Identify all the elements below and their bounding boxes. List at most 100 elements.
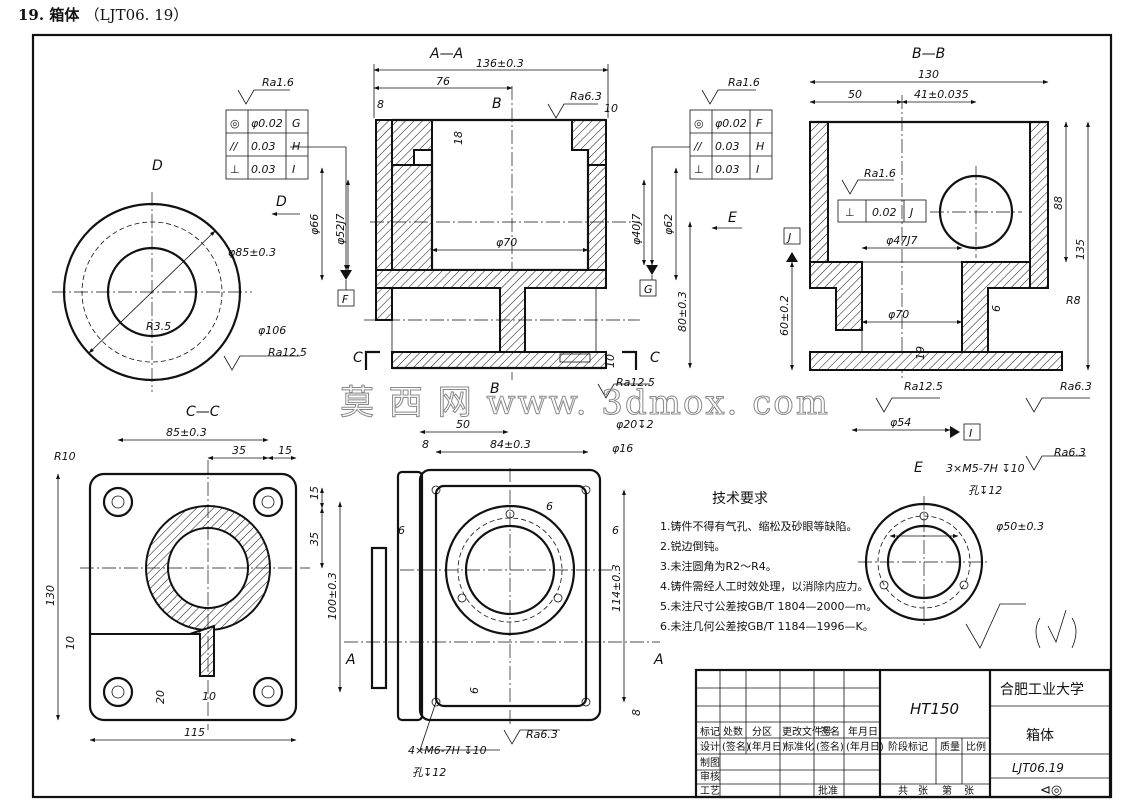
tb-weight: 质量 xyxy=(940,741,960,753)
tb-sheets-1: 张 xyxy=(918,785,928,797)
gdt-right-sym-3: ⊥ xyxy=(694,163,704,176)
gdt-right-sym-2: // xyxy=(693,140,703,153)
gdt-right-ref-2: H xyxy=(756,140,764,153)
gdt-left-val-2: 0.03 xyxy=(251,140,276,153)
dim-80: 80±0.3 xyxy=(676,291,689,332)
gdt-right-val-3: 0.03 xyxy=(715,163,740,176)
tb-r1-3: 更改文件号 xyxy=(782,725,832,738)
tb-sheets-2: 第 xyxy=(942,784,952,797)
roughness-r10: Ra6.3 xyxy=(1054,446,1086,459)
general-roughness-symbol xyxy=(965,603,1077,649)
view-label-bb: B—B xyxy=(912,46,945,62)
gdt-right-ref-3: I xyxy=(756,163,759,176)
dim-35c2: 35 xyxy=(308,532,321,546)
gdt-left-sym-3: ⊥ xyxy=(230,163,240,176)
dim-6f4: 6 xyxy=(468,687,481,694)
tb-part: 箱体 xyxy=(1026,728,1054,744)
tb-r1-5: 年月日 xyxy=(848,725,878,738)
dim-m6b: 孔↧12 xyxy=(412,766,446,779)
roughness-r3: Ra1.6 xyxy=(728,76,760,89)
gdt-left-ref-3: I xyxy=(292,163,295,176)
dim-35c: 35 xyxy=(232,444,246,457)
tech-item-6: 6.未注几何公差按GB/T 1184—1996—K。 xyxy=(660,619,874,633)
dim-phi62: φ62 xyxy=(662,214,675,235)
roughness-r7: Ra12.5 xyxy=(616,376,655,389)
arrow-label-d: D xyxy=(276,194,287,210)
dim-10b: 10 xyxy=(604,354,617,368)
gdt-right-sym-1: ◎ xyxy=(694,117,704,130)
gdt-left-ref-1: G xyxy=(292,117,301,130)
roughness-r4: Ra1.6 xyxy=(864,167,896,180)
view-label-cc: C—C xyxy=(186,404,220,420)
tb-stage: 阶段标记 xyxy=(888,740,928,753)
view-label-aa: A—A xyxy=(429,46,463,62)
tech-item-5: 5.未注尺寸公差按GB/T 1804—2000—m。 xyxy=(660,599,877,613)
tb-r2-1: (签名) xyxy=(722,740,750,753)
dim-19: 19 xyxy=(914,346,927,360)
roughness-r9: Ra6.3 xyxy=(526,728,558,741)
dim-6f1: 6 xyxy=(398,524,405,537)
tb-material: HT150 xyxy=(910,700,959,718)
roughness-r8: Ra6.3 xyxy=(1060,380,1092,393)
tech-item-3: 3.未注圆角为R2～R4。 xyxy=(660,559,777,573)
tb-code: LJT06.19 xyxy=(1012,761,1064,775)
datum-i: I xyxy=(969,427,972,440)
dim-r8: R8 xyxy=(1066,294,1081,307)
gdt-bb-val: 0.02 xyxy=(872,206,897,219)
dim-phi66: φ66 xyxy=(308,214,321,235)
dim-41: 41±0.035 xyxy=(914,88,969,101)
gdt-left-val-3: 0.03 xyxy=(251,163,276,176)
tech-title: 技术要求 xyxy=(712,491,768,507)
dim-15c: 15 xyxy=(278,444,292,457)
dim-135: 135 xyxy=(1074,239,1087,260)
tb-sheets-3: 张 xyxy=(964,785,974,797)
view-label-e: E xyxy=(914,460,923,476)
dim-10a: 10 xyxy=(604,102,618,115)
tb-approve: 批准 xyxy=(818,784,838,797)
dim-phi50: φ50±0.3 xyxy=(996,520,1044,533)
dim-phi20: φ20↧2 xyxy=(616,418,653,431)
dim-85c: 85±0.3 xyxy=(166,426,207,439)
title-block: HT150 合肥工业大学 箱体 LJT06.19 ⊲◎ 标记 处数 分区 更改文… xyxy=(694,668,1112,799)
drawing-border xyxy=(31,33,1113,799)
dim-m5b: 孔↧12 xyxy=(968,484,1002,497)
view-d: D D φ85±0.3 φ106 R3.5 Ra12.5 xyxy=(52,158,307,392)
dim-84: 84±0.3 xyxy=(490,438,531,451)
dim-phi70b: φ70 xyxy=(888,308,909,321)
gdt-left-val-1: φ0.02 xyxy=(251,117,283,130)
dim-phi70a: φ70 xyxy=(496,236,517,249)
cut-label-b-bottom: B xyxy=(490,381,500,397)
dim-50b: 50 xyxy=(848,88,862,101)
dim-50f: 50 xyxy=(456,418,470,431)
header-number: 19. xyxy=(18,6,45,24)
dim-phi85: φ85±0.3 xyxy=(228,246,276,259)
tech-requirements: 技术要求 1.铸件不得有气孔、缩松及砂眼等缺陷。 2.锐边倒钝。 3.未注圆角为… xyxy=(660,491,877,633)
roughness-r5: Ra12.5 xyxy=(268,346,307,359)
tech-item-1: 1.铸件不得有气孔、缩松及砂眼等缺陷。 xyxy=(660,519,858,533)
cut-label-c-right: C xyxy=(650,350,660,366)
dim-r35: R3.5 xyxy=(146,320,171,333)
gdt-right-val-1: φ0.02 xyxy=(715,117,747,130)
dim-m5: 3×M5-7H ↧10 xyxy=(946,462,1025,475)
tb-r2-5: (年月日) xyxy=(846,740,884,753)
watermark: 莫 西 网 www. 3dmox. com xyxy=(340,383,830,423)
dim-100: 100±0.3 xyxy=(326,572,339,620)
header-code: （LJT06. 19） xyxy=(84,6,189,24)
tech-item-2: 2.锐边倒钝。 xyxy=(660,539,726,553)
dim-8a: 8 xyxy=(377,98,384,111)
gdt-bb-ref: J xyxy=(908,206,913,219)
dim-10c2: 10 xyxy=(202,690,216,703)
tech-item-4: 4.铸件需经人工时效处理，以消除内应力。 xyxy=(660,579,869,593)
tb-projection-icon: ⊲◎ xyxy=(1040,783,1062,798)
tb-r2-2: (年月日) xyxy=(748,740,786,753)
dim-phi40: φ40J7 xyxy=(630,214,643,246)
dim-18: 18 xyxy=(452,131,465,145)
view-label-d: D xyxy=(152,158,163,174)
tb-r2-0: 设计 xyxy=(700,740,720,753)
view-e: E 3×M5-7H ↧10 孔↧12 Ra6.3 φ50±0.3 xyxy=(858,446,1086,628)
gdt-right-val-2: 0.03 xyxy=(715,140,740,153)
view-section-aa: A—A 136±0.3 76 B 8 10 18 φ66 φ52J7 φ70 xyxy=(225,46,773,431)
dim-20c: 20 xyxy=(154,690,167,704)
datum-g: G xyxy=(644,283,653,296)
